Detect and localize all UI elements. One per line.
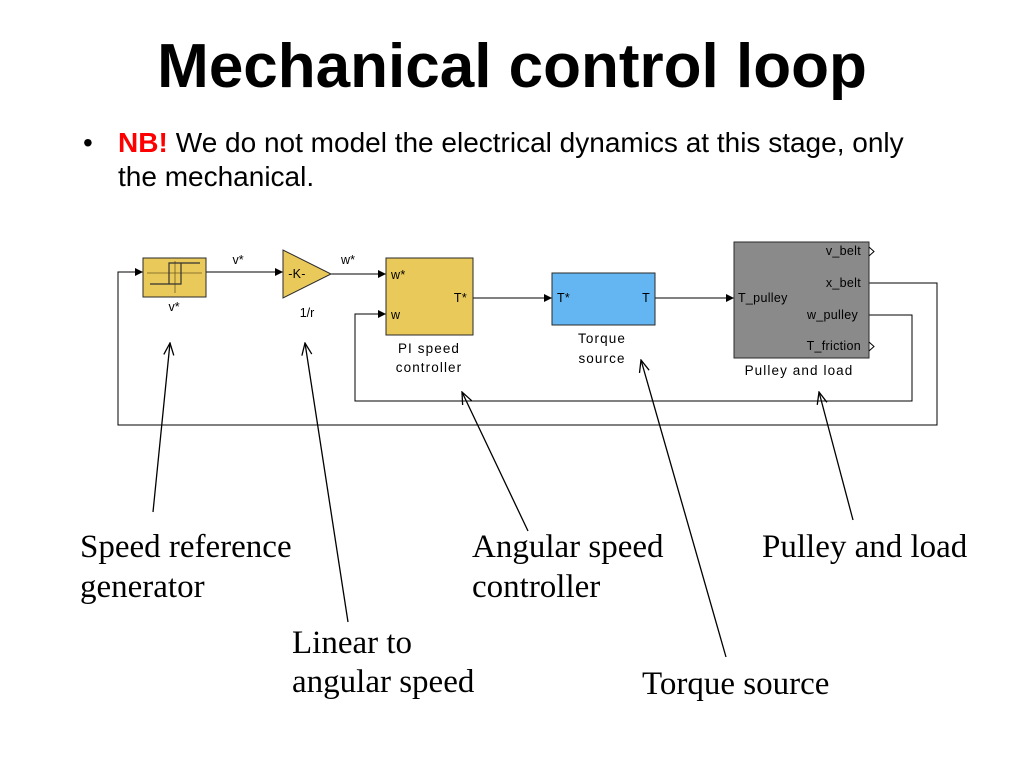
gain-block: -K- 1/r (282, 249, 333, 320)
v-belt-open-port-icon (868, 246, 875, 257)
gain-block-label: 1/r (300, 306, 315, 320)
pulley-output-t-friction: T_friction (807, 339, 861, 353)
linear-to-angular-annotation-line-1: Linear to (292, 625, 412, 661)
pi-controller-label-line-1: PI speed (398, 341, 460, 356)
torque-source-block-body (551, 272, 656, 326)
relay-icon-axis (147, 261, 202, 293)
nb-emphasis: NB! (118, 127, 168, 158)
w-pulley-feedback-line (354, 310, 913, 402)
speed-reference-pointer (152, 343, 170, 513)
speed-reference-block: v* (142, 257, 207, 314)
x-belt-feedback-line (117, 268, 938, 426)
torque-source-block: T* T Torque source (551, 272, 656, 366)
annotation-labels: Speed reference generator Linear to angu… (80, 529, 968, 702)
pulley-output-v-belt: v_belt (826, 244, 861, 258)
relay-icon (147, 261, 202, 293)
pi-input-setpoint-port: w* (390, 268, 406, 282)
bullet-line-1-text: We do not model the electrical dynamics … (176, 127, 904, 158)
pi-input-feedback-port: w (390, 308, 401, 322)
speed-reference-block-label: v* (168, 300, 179, 314)
pi-controller-label-line-2: controller (396, 360, 463, 375)
pulley-output-w-pulley: w_pulley (806, 308, 858, 322)
pi-controller-block-body (385, 257, 474, 336)
t-friction-open-port-icon (868, 341, 875, 352)
relay-icon-hysteresis (150, 262, 200, 285)
v-ref-signal-label: v* (232, 253, 243, 267)
bullet-marker: • (83, 127, 93, 158)
torque-input-port: T* (557, 291, 570, 305)
torque-source-pointer (641, 360, 727, 658)
pulley-load-block: T_pulley v_belt x_belt w_pulley T_fricti… (733, 241, 875, 378)
bullet-line-2: the mechanical. (118, 161, 314, 192)
angular-speed-controller-annotation-line-1: Angular speed (472, 529, 664, 565)
torque-source-label-line-2: source (578, 351, 625, 366)
pi-controller-block: w* T* w PI speed controller (385, 257, 474, 375)
torque-source-label-line-1: Torque (578, 331, 626, 346)
torque-output-port: T (642, 291, 650, 305)
annotation-pointers (152, 343, 854, 658)
gain-value: -K- (288, 267, 306, 281)
gain-block-body (282, 249, 333, 299)
slide-title: Mechanical control loop (157, 32, 867, 101)
angular-speed-controller-annotation-line-2: controller (472, 569, 600, 605)
pulley-and-load-pointer (819, 392, 854, 521)
pi-output-port: T* (454, 291, 467, 305)
pulley-load-block-body (733, 241, 870, 359)
simulink-diagram: v* w* v* -K- 1/r w* T* w PI speed contro… (117, 241, 938, 426)
speed-reference-annotation-line-2: generator (80, 569, 205, 605)
w-ref-signal-label: w* (340, 253, 355, 267)
speed-reference-annotation-line-1: Speed reference (80, 529, 292, 565)
speed-reference-block-body (142, 257, 207, 298)
torque-source-annotation: Torque source (642, 666, 829, 702)
angular-speed-controller-pointer (462, 392, 529, 532)
linear-to-angular-pointer (305, 343, 349, 623)
pulley-and-load-annotation: Pulley and load (762, 529, 968, 565)
linear-to-angular-annotation-line-2: angular speed (292, 664, 475, 700)
bullet-line-1: NB! We do not model the electrical dynami… (118, 127, 904, 158)
pulley-load-label: Pulley and load (745, 363, 854, 378)
pulley-input-port: T_pulley (738, 291, 788, 305)
pulley-output-x-belt: x_belt (826, 276, 861, 290)
